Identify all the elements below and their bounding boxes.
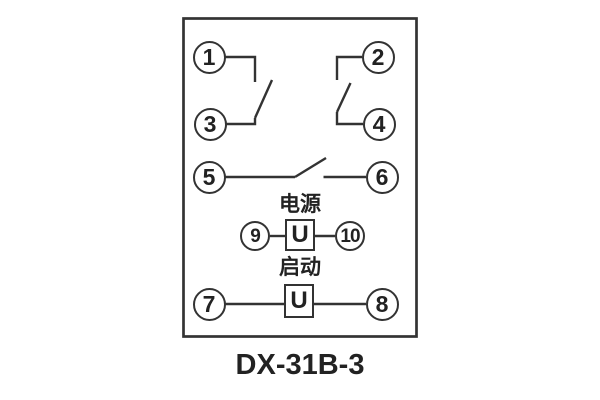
relay-case-outline [182,17,418,338]
model-caption: DX-31B-3 [235,349,365,381]
power-element-box: U [285,219,315,251]
terminal-2: 2 [361,40,395,74]
terminal-3: 3 [193,107,227,141]
start-label: 启动 [279,256,321,279]
terminal-8: 8 [365,287,399,321]
contact-blade-5-6 [294,156,327,179]
terminal-6: 6 [365,160,399,194]
wire-terminal-1 [225,55,257,82]
wire-terminal-2 [335,55,362,80]
terminal-1: 1 [192,40,226,74]
wire-terminal-3 [226,118,257,126]
contact-blade-1-3 [253,79,274,119]
terminal-5: 5 [192,160,226,194]
terminal-7: 7 [192,287,226,321]
wire-terminal-4 [335,112,363,126]
terminal-10: 10 [335,221,365,251]
power-label: 电源 [279,193,321,216]
terminal-4: 4 [362,107,396,141]
start-element-box: U [284,284,314,318]
contact-blade-2-4 [335,82,352,113]
terminal-9: 9 [240,221,270,251]
